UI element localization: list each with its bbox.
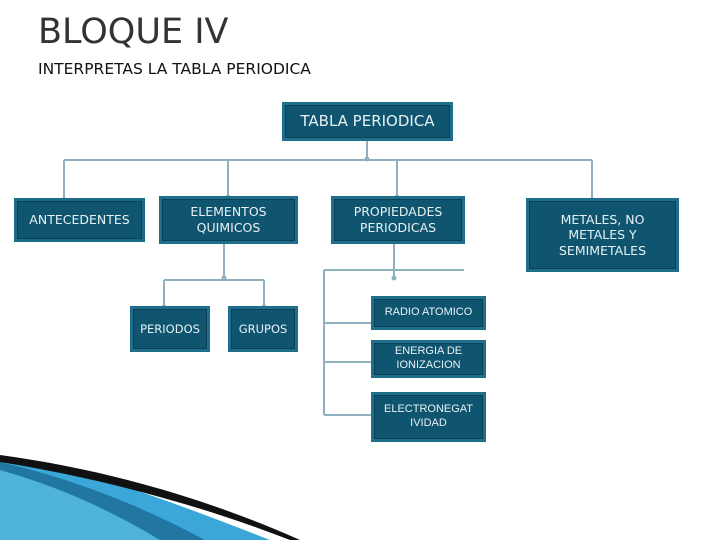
corner-swoosh-decoration (0, 0, 720, 540)
